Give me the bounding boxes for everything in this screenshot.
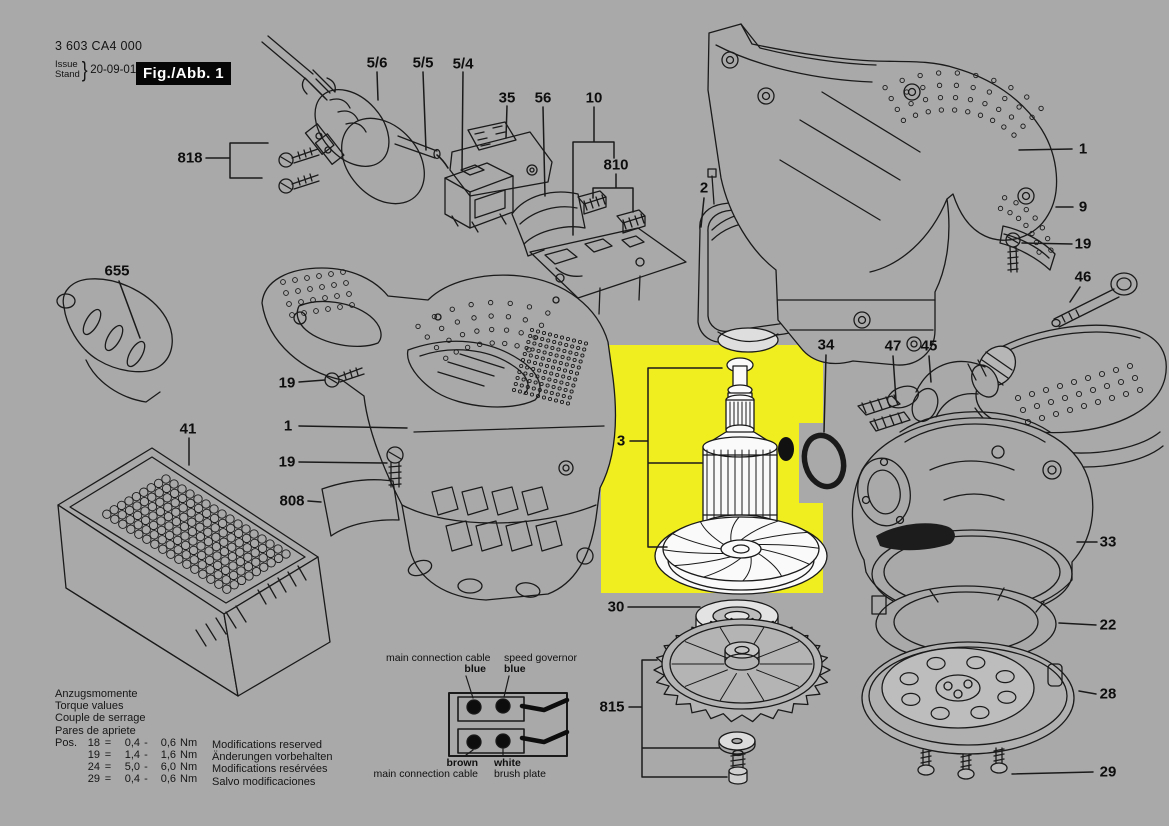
- dust-box-41: [57, 447, 331, 697]
- part-label-47: 47: [884, 337, 902, 355]
- part-label-1: 1: [283, 417, 293, 435]
- main-body-1: [261, 267, 617, 601]
- part-label-35: 35: [498, 89, 516, 107]
- wiring-diagram: [448, 675, 570, 757]
- part-label-810: 810: [603, 156, 629, 174]
- part-label-19: 19: [278, 374, 296, 392]
- wiring-label-blue-right: blue: [504, 663, 526, 675]
- switch-cover-56: [511, 191, 586, 257]
- part-label-29: 29: [1099, 763, 1117, 781]
- body-screw-19-bottom: [386, 446, 404, 488]
- part-label-3: 3: [616, 432, 626, 450]
- part-label-818: 818: [177, 149, 203, 167]
- wiring-label-main-cable-bottom: main connection cable: [373, 768, 478, 780]
- armature-3: [654, 357, 828, 595]
- clamp-screws-818: [278, 147, 320, 194]
- part-label-808: 808: [279, 492, 305, 510]
- part-label-2: 2: [699, 179, 709, 197]
- pad-screw: [728, 749, 748, 785]
- fan-gear-815: [653, 617, 831, 723]
- part-label-5-5: 5/5: [412, 54, 434, 72]
- housing-screw-19: [1005, 232, 1021, 273]
- wiring-label-main-cable-top: main connection cable: [386, 652, 491, 664]
- figure-label: Fig./Abb. 1: [136, 62, 231, 85]
- part-label-46: 46: [1074, 268, 1092, 286]
- wiring-label-speed-governor: speed governor: [504, 652, 577, 664]
- part-label-33: 33: [1099, 533, 1117, 551]
- cord-boot: [314, 88, 449, 205]
- part-label-10: 10: [585, 89, 603, 107]
- carbon-brushes-810: [577, 190, 646, 234]
- sanding-pad-28: [861, 641, 1075, 755]
- power-cord: [261, 35, 336, 101]
- elbow-tube-45: [911, 359, 999, 423]
- part-label-19: 19: [1074, 235, 1092, 253]
- part-label-56: 56: [534, 89, 552, 107]
- part-label-1: 1: [1078, 140, 1088, 158]
- part-label-19: 19: [278, 453, 296, 471]
- part-label-5-6: 5/6: [366, 54, 388, 72]
- wiring-label-brown: brown: [446, 757, 479, 769]
- part-label-34: 34: [817, 336, 835, 354]
- pad-screws-29: [917, 747, 1008, 780]
- part-number: 3 603 CA4 000: [55, 39, 143, 53]
- switch-slider-35: [449, 121, 553, 197]
- part-label-5-4: 5/4: [452, 55, 474, 73]
- wiring-label-brush-plate: brush plate: [494, 768, 546, 780]
- leader-lines: [118, 71, 1098, 778]
- part-label-9: 9: [1078, 198, 1088, 216]
- switch-5-4: [444, 162, 514, 233]
- long-bolt-46: [1051, 272, 1138, 328]
- insulating-sheet-808: [321, 479, 400, 537]
- issue-date: 20-09-01: [90, 64, 137, 76]
- grip-cover-655: [56, 278, 173, 403]
- issue-label: Issue: [55, 58, 78, 70]
- part-label-45: 45: [920, 337, 938, 355]
- part-label-41: 41: [179, 420, 197, 438]
- o-ring-34: [801, 432, 847, 490]
- part-label-22: 22: [1099, 616, 1117, 634]
- housing-half-1: [707, 23, 1058, 366]
- brace-glyph: }: [81, 57, 88, 82]
- part-label-30: 30: [607, 598, 625, 616]
- stand-label: Stand: [55, 69, 80, 80]
- issue-stand-block: Issue Stand } 20-09-01: [55, 57, 136, 83]
- part-label-28: 28: [1099, 685, 1117, 703]
- brush-connector-47: [857, 385, 920, 432]
- bottom-housing-33: [778, 411, 1094, 619]
- part-label-815: 815: [599, 698, 625, 716]
- part-label-655: 655: [104, 262, 130, 280]
- wiring-label-white: white: [494, 757, 521, 769]
- cord-clamp: [304, 123, 345, 165]
- wiring-label-blue-left: blue: [464, 663, 486, 675]
